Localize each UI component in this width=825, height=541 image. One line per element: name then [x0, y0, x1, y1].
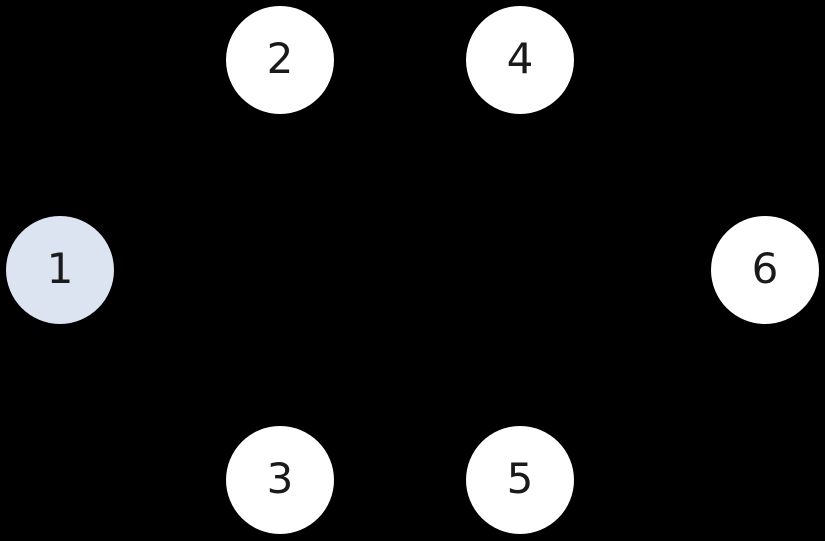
- graph-node-label: 1: [46, 244, 74, 293]
- graph-node-label: 2: [266, 34, 294, 83]
- graph-node-3[interactable]: 3: [226, 426, 334, 534]
- graph-node-label: 6: [751, 244, 779, 293]
- graph-node-4[interactable]: 4: [466, 6, 574, 114]
- graph-node-label: 4: [506, 34, 534, 83]
- graph-node-6[interactable]: 6: [711, 216, 819, 324]
- graph-node-label: 5: [506, 454, 534, 503]
- graph-node-1[interactable]: 1: [6, 216, 114, 324]
- graph-node-label: 3: [266, 454, 294, 503]
- graph-node-5[interactable]: 5: [466, 426, 574, 534]
- graph-node-2[interactable]: 2: [226, 6, 334, 114]
